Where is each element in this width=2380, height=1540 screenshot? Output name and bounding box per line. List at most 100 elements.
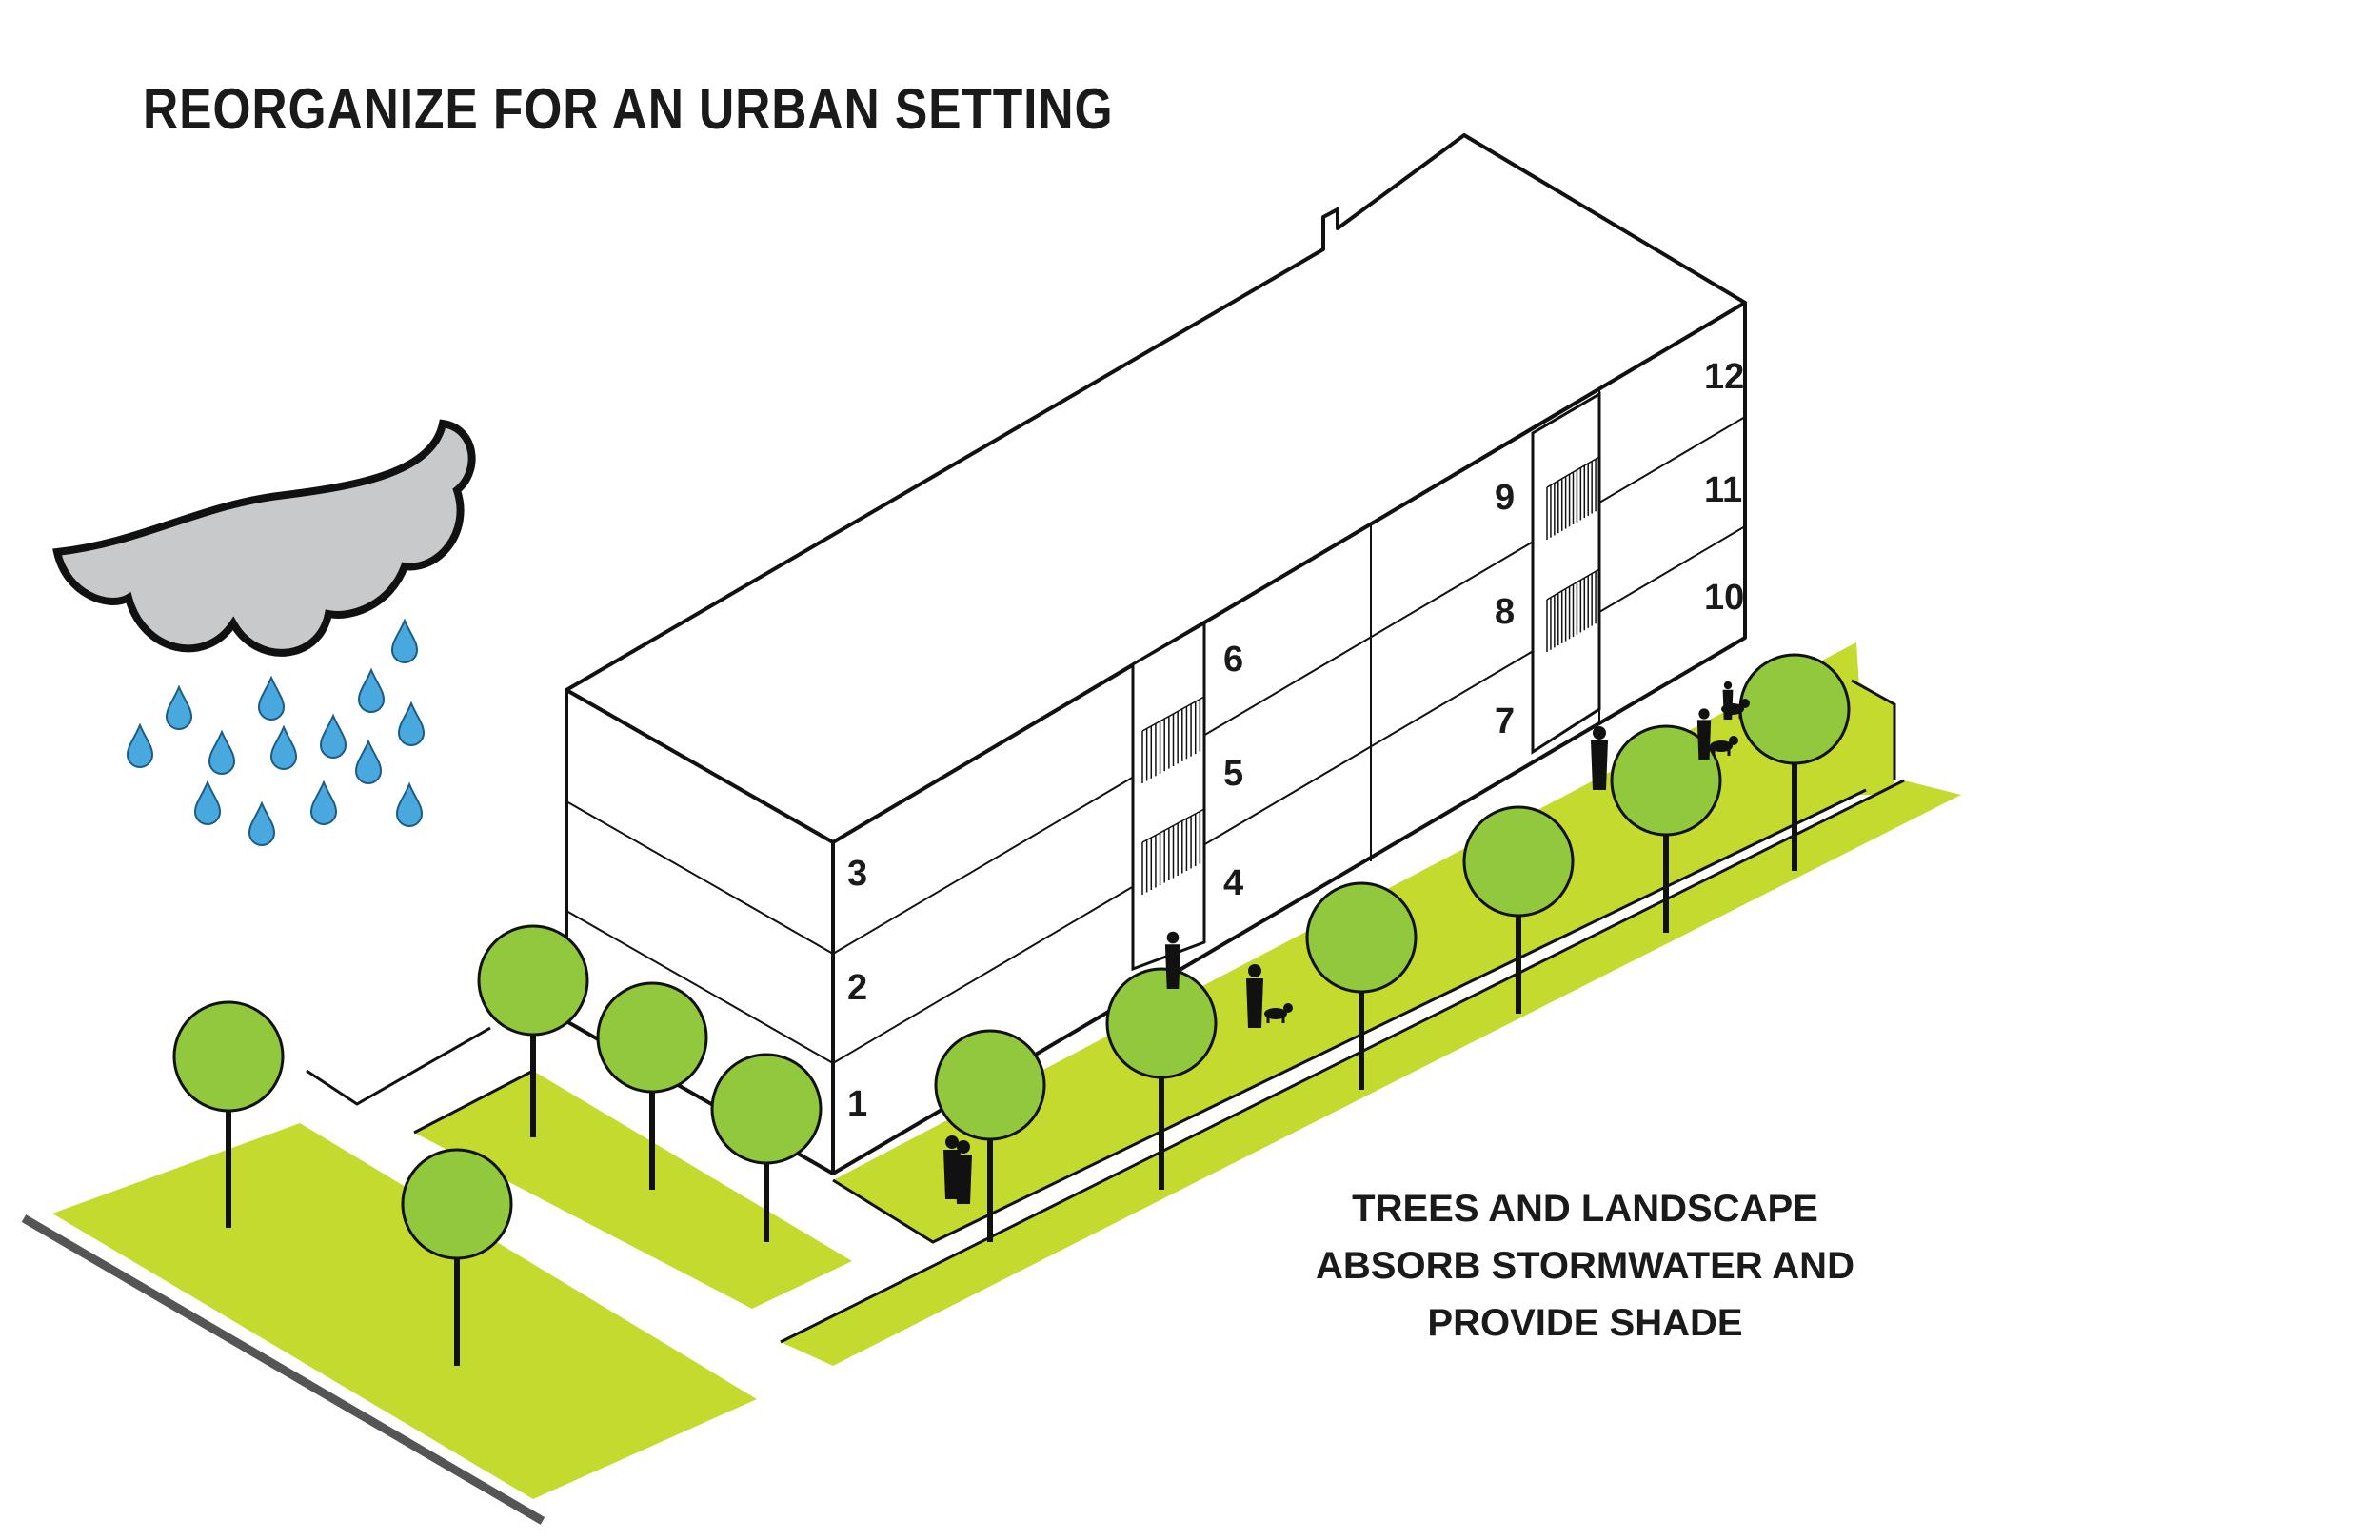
- railing-top: [1546, 456, 1600, 488]
- dog-head: [1740, 699, 1750, 708]
- person-head: [957, 1140, 970, 1154]
- raindrop-icon: [357, 667, 386, 713]
- person-icon: [1696, 708, 1712, 760]
- person-icon: [1246, 964, 1263, 1028]
- dog-body: [1264, 1008, 1287, 1019]
- tree-canopy: [934, 1029, 1046, 1141]
- person-head: [945, 1135, 959, 1149]
- raindrop-icon: [126, 722, 154, 768]
- stair-recess-right: [1531, 391, 1601, 755]
- raindrop-icon: [208, 729, 236, 775]
- person-head: [1166, 931, 1180, 944]
- dog-icon: [1710, 736, 1738, 756]
- unit-labels: 1 2 3 4 5 6 7 8 9 10 11 12: [847, 357, 1744, 1124]
- person-body: [1246, 978, 1263, 1028]
- sidewalk-edge-upper: [306, 1026, 491, 1106]
- tree-icon: [710, 1053, 823, 1242]
- dog-icon: [1264, 1003, 1293, 1023]
- stair-railing: [1141, 456, 1600, 895]
- strip-edge-front: [832, 788, 1867, 1244]
- floor-line: [565, 800, 834, 955]
- raindrop-icon: [397, 701, 426, 746]
- person-icon: [1164, 931, 1181, 989]
- tree-icon: [1105, 967, 1218, 1190]
- person-icon: [1591, 726, 1608, 790]
- person-body: [1591, 740, 1608, 790]
- person-body: [1164, 944, 1181, 989]
- caption-line-2: ABSORB STORMWATER AND: [1316, 1245, 1854, 1287]
- unit-label-3: 3: [847, 854, 867, 894]
- raindrop-icon: [319, 713, 347, 759]
- building: [565, 133, 1747, 1175]
- dog-head: [1283, 1003, 1293, 1013]
- tree-canopy: [172, 1000, 285, 1113]
- raindrop-icon: [309, 780, 338, 825]
- caption-line-1: TREES AND LANDSCAPE: [1352, 1188, 1818, 1230]
- raindrop-icon: [193, 780, 222, 825]
- tree-canopy: [1305, 881, 1418, 994]
- unit-label-12: 12: [1704, 357, 1744, 397]
- dog-icon: [1721, 699, 1750, 719]
- dog-body: [1710, 740, 1733, 752]
- tree-icon: [172, 1000, 285, 1228]
- unit-label-2: 2: [847, 968, 867, 1008]
- parking-edge: [1851, 679, 1896, 780]
- rain: [126, 618, 426, 846]
- raindrop-icon: [248, 800, 276, 846]
- tree-icon: [934, 1029, 1046, 1242]
- tree-icon: [1610, 724, 1722, 933]
- tree-icon: [401, 1148, 513, 1366]
- raindrop-icon: [257, 675, 286, 721]
- raindrop-icon: [354, 739, 383, 784]
- unit-label-4: 4: [1223, 863, 1243, 903]
- tree-canopy: [401, 1148, 513, 1260]
- unit-label-8: 8: [1495, 592, 1515, 632]
- person-body: [1696, 720, 1712, 760]
- railing-top: [1141, 808, 1205, 843]
- unit-label-5: 5: [1223, 754, 1243, 794]
- person-icon: [955, 1140, 972, 1204]
- site-edges: [306, 679, 1905, 1344]
- tree-canopy: [1105, 967, 1218, 1079]
- caption: TREES AND LANDSCAPE ABSORB STORMWATER AN…: [1304, 1180, 1866, 1352]
- person-head: [1248, 964, 1261, 977]
- cloud-icon: [52, 419, 476, 846]
- tree-canopy: [1462, 805, 1575, 918]
- lawn-middle: [414, 1071, 852, 1309]
- unit-label-7: 7: [1495, 701, 1515, 741]
- railing-top: [1141, 696, 1205, 732]
- curb-line: [21, 1214, 545, 1525]
- tree-canopy: [1738, 653, 1851, 765]
- stair-recesses: [1131, 391, 1601, 972]
- dog-body: [1721, 703, 1744, 715]
- parking-edge-step: [1856, 681, 1894, 795]
- tree-canopy: [710, 1053, 823, 1165]
- raindrop-icon: [165, 684, 193, 730]
- tree-canopy: [1610, 724, 1722, 837]
- page-title: REORGANIZE FOR AN URBAN SETTING: [143, 77, 1114, 141]
- person-head: [1698, 708, 1710, 720]
- stair-recess-left: [1131, 621, 1206, 972]
- unit-label-11: 11: [1704, 470, 1742, 510]
- person-head: [1593, 726, 1606, 740]
- floor-line: [565, 910, 834, 1064]
- tree-icon: [596, 981, 708, 1190]
- raindrop-icon: [269, 724, 298, 770]
- tree-canopy: [596, 981, 708, 1094]
- tree-icon: [1462, 805, 1575, 1014]
- unit-label-9: 9: [1495, 478, 1515, 518]
- people: [943, 681, 1750, 1204]
- tree-canopy: [477, 924, 589, 1037]
- caption-line-3: PROVIDE SHADE: [1427, 1302, 1743, 1344]
- street-strip-edge: [780, 779, 1905, 1344]
- raindrop-icon: [395, 781, 424, 827]
- trees: [172, 653, 1851, 1366]
- sidewalk-edge-lower: [413, 1069, 534, 1135]
- person-body: [955, 1155, 972, 1204]
- dog-head: [1729, 736, 1738, 745]
- unit-label-1: 1: [847, 1084, 867, 1124]
- railing-top: [1546, 568, 1600, 601]
- raindrop-icon: [390, 618, 419, 663]
